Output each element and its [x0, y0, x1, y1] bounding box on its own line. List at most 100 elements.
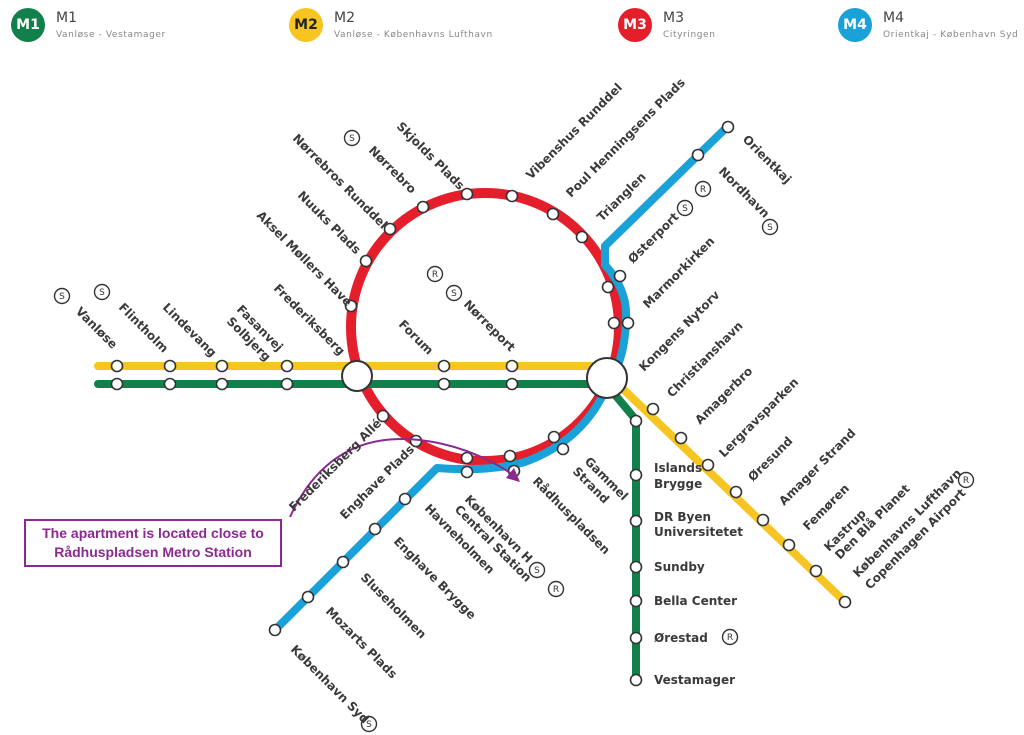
station-dot-fasanvej-m2 — [280, 359, 294, 373]
m1-badge: M1 — [11, 8, 45, 42]
label-norreport: Nørreport — [461, 297, 518, 354]
station-dot-enghave-brygge — [336, 555, 350, 569]
station-dot-radhuspladsen — [503, 449, 517, 463]
train-icon: S — [676, 199, 694, 217]
frederiksberg-interchange[interactable] — [341, 360, 373, 392]
label-sluseholmen: Sluseholmen — [358, 570, 429, 641]
station-dot-kobenhavn-h — [460, 451, 474, 465]
station-dot-orestad — [629, 631, 643, 645]
svg-text:S: S — [767, 223, 773, 233]
svg-text:S: S — [99, 288, 105, 298]
train-icon: S — [761, 218, 779, 236]
line-legend: M1 M1 Vanløse - Vestamager M2 M2 Vanløse… — [0, 0, 1024, 50]
note-line-1: The apartment is located close to — [42, 525, 264, 541]
label-oresund: Øresund — [745, 434, 795, 484]
arrow-head-icon — [506, 468, 520, 482]
svg-text:R: R — [553, 585, 559, 595]
m3-badge: M3 — [618, 8, 652, 42]
station-dot-poul-henningsens-plads — [546, 207, 560, 221]
station-dot-kastrup — [809, 564, 823, 578]
station-dot-orientkaj — [721, 120, 735, 134]
label-mozarts-plads: Mozarts Plads — [323, 604, 400, 681]
station-dot-christianshavn — [646, 402, 660, 416]
label-orestad: Ørestad — [654, 631, 708, 645]
train-icon: S — [360, 715, 378, 733]
legend-m4-name: M4 — [883, 10, 904, 26]
label-amagerbro: Amagerbro — [692, 364, 755, 427]
svg-text:R: R — [727, 633, 733, 643]
station-dot-norreport-m2 — [505, 359, 519, 373]
label-lindevang: Lindevang — [160, 300, 219, 359]
label-copenhagen-airport: Copenhagen Airport — [862, 486, 968, 592]
train-icon: S — [445, 284, 463, 302]
station-dot-lergravsparken — [701, 458, 715, 472]
svg-text:S: S — [59, 292, 65, 302]
train-icon: R — [694, 180, 712, 198]
station-dot-trianglen — [575, 230, 589, 244]
label-brygge: Brygge — [654, 477, 702, 491]
station-dot-marmorkirken-ring — [601, 280, 615, 294]
station-dot-kongens-ring — [607, 316, 621, 330]
label-islands: Islands — [654, 461, 702, 475]
label-bella-center: Bella Center — [654, 594, 737, 608]
label-sundby: Sundby — [654, 560, 705, 574]
station-labels: Vanløse Flintholm Lindevang Fasanvej Sol… — [73, 75, 969, 726]
station-dot-kobenhavn-syd — [268, 623, 282, 637]
station-dot-osterport — [613, 269, 627, 283]
station-dot-kobenhavn-h-m4 — [460, 465, 474, 479]
station-dot-enghave-ring — [409, 434, 423, 448]
station-dot-sluseholmen — [301, 590, 315, 604]
m3-cityringen-track — [346, 188, 624, 466]
label-orientkaj: Orientkaj — [740, 132, 794, 186]
station-dot-amager-strand — [756, 513, 770, 527]
station-dot-vanlose-m2 — [110, 359, 124, 373]
station-dot-nuuks-plads — [359, 254, 373, 268]
svg-text:R: R — [963, 476, 969, 486]
station-dot-lufthavn — [838, 595, 852, 609]
label-kobenhavn-syd: København Syd — [288, 642, 372, 726]
station-dot-islands-brygge — [629, 468, 643, 482]
svg-text:R: R — [432, 270, 438, 280]
station-dot-norrebros-runddel — [383, 222, 397, 236]
svg-text:S: S — [451, 289, 457, 299]
station-dot-havneholmen — [368, 522, 382, 536]
label-vibenshus-runddel: Vibenshus Runddel — [523, 80, 625, 182]
label-vanlose: Vanløse — [73, 304, 120, 351]
train-icon: R — [547, 580, 565, 598]
legend-m2-name: M2 — [334, 10, 355, 26]
station-dot-forum-m1 — [437, 377, 451, 391]
train-icon: R — [721, 628, 739, 646]
station-dot-norrebro — [416, 200, 430, 214]
legend-m4-route: Orientkaj - København Syd — [883, 30, 1019, 40]
m2-badge: M2 — [289, 8, 323, 42]
svg-text:S: S — [682, 204, 688, 214]
label-vestamager: Vestamager — [654, 673, 735, 687]
label-nordhavn: Nordhavn — [716, 164, 772, 220]
station-dot-frederiksberg-alle — [376, 409, 390, 423]
m3-line — [346, 188, 624, 466]
train-icon: R — [426, 265, 444, 283]
station-dot-bella-center — [629, 594, 643, 608]
svg-text:S: S — [366, 720, 372, 730]
station-dot-gammel-strand — [547, 430, 561, 444]
kongens-nytorv-interchange[interactable] — [586, 357, 628, 399]
station-dot-fasanvej-m1 — [280, 377, 294, 391]
apartment-note: The apartment is located close to Rådhus… — [24, 519, 282, 567]
station-dot-lindevang-m2 — [215, 359, 229, 373]
m4-south-track — [272, 382, 612, 633]
svg-text:R: R — [700, 185, 706, 195]
m4-badge: M4 — [838, 8, 872, 42]
train-icon: S — [53, 287, 71, 305]
label-forum: Forum — [396, 317, 436, 357]
legend-m2-route: Vanløse - Københavns Lufthavn — [334, 30, 493, 40]
legend-m1-route: Vanløse - Vestamager — [56, 30, 166, 40]
station-dot-enghave-plads — [398, 492, 412, 506]
note-line-2: Rådhuspladsen Metro Station — [54, 544, 252, 560]
legend-m3-name: M3 — [663, 10, 684, 26]
station-dot-sundby — [629, 560, 643, 574]
station-dot-lindevang-m1 — [215, 377, 229, 391]
station-dot-norreport-m1 — [505, 377, 519, 391]
station-dot-aksel-mollers-have — [344, 299, 358, 313]
station-dots — [110, 120, 852, 687]
